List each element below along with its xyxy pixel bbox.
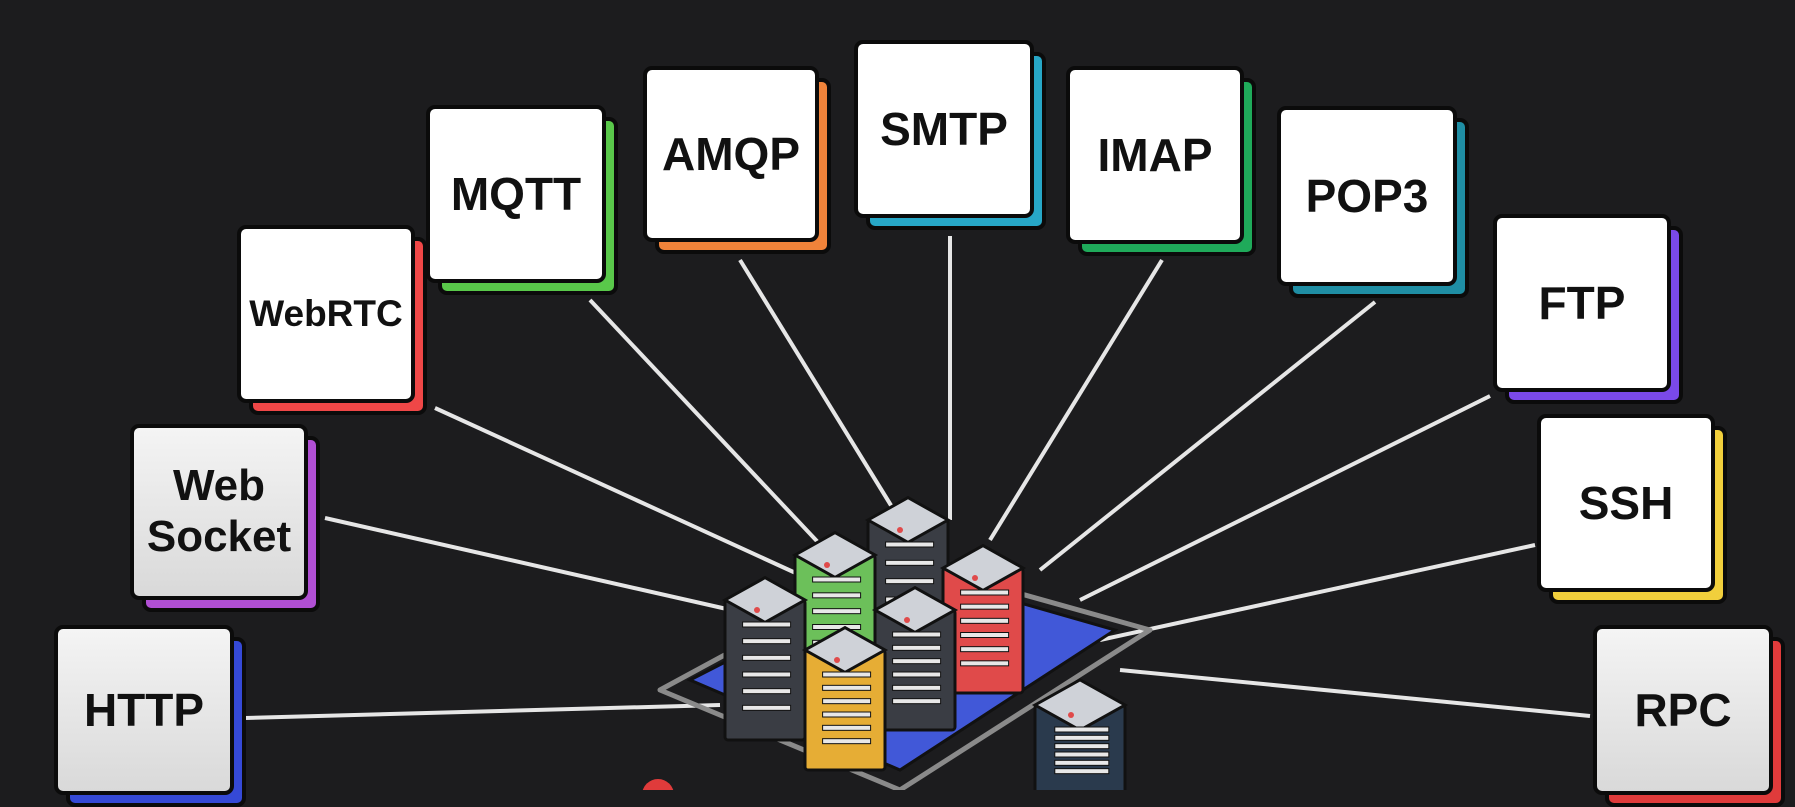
connector-line-ssh: [1099, 543, 1536, 642]
connector-line-rpc: [1119, 668, 1591, 718]
connector-lines: [244, 236, 1591, 720]
connector-line-http: [244, 703, 721, 720]
connector-line-mqtt: [588, 298, 832, 557]
protocol-card-pop3: POP3: [1277, 106, 1457, 286]
connector-line-ftp: [1079, 394, 1491, 602]
protocol-label-amqp: AMQP: [662, 127, 800, 180]
protocol-card-smtp: SMTP: [854, 40, 1034, 218]
protocol-card-mqtt: MQTT: [426, 105, 606, 283]
protocol-label-pop3: POP3: [1305, 169, 1429, 222]
protocol-card-http: HTTP: [54, 625, 234, 795]
protocol-label-rpc: RPC: [1634, 683, 1732, 736]
server-rack-3: [721, 575, 809, 742]
connector-line-imap: [988, 258, 1164, 542]
protocol-label-ftp: FTP: [1538, 276, 1626, 329]
protocol-card-ftp: FTP: [1493, 214, 1671, 392]
server-rack-5: [871, 585, 959, 732]
protocol-label-smtp: SMTP: [880, 102, 1008, 155]
protocol-label-webrtc: WebRTC: [249, 292, 403, 334]
server-rack-7: [1031, 678, 1129, 790]
protocol-label-http: HTTP: [83, 683, 205, 736]
protocol-card-rpc: RPC: [1593, 625, 1773, 795]
protocol-label-websocket: Web Socket: [146, 461, 292, 561]
protocol-card-websocket: Web Socket: [130, 424, 308, 600]
connector-line-webrtc: [434, 406, 801, 577]
protocol-label-mqtt: MQTT: [450, 167, 582, 220]
connector-line-pop3: [1038, 300, 1377, 572]
red-dot: [642, 779, 674, 790]
server-rack-6: [801, 625, 889, 772]
server-cluster: [642, 495, 1153, 790]
connector-line-websocket: [324, 516, 741, 614]
protocol-card-amqp: AMQP: [643, 66, 819, 242]
connector-line-amqp: [738, 258, 902, 522]
protocol-label-ssh: SSH: [1578, 476, 1674, 529]
server-rack-4: [939, 543, 1027, 695]
protocol-label-imap: IMAP: [1097, 128, 1213, 181]
protocol-diagram: [244, 236, 1591, 790]
protocol-card-webrtc: WebRTC: [237, 225, 415, 403]
protocol-card-ssh: SSH: [1537, 414, 1715, 592]
protocol-card-imap: IMAP: [1066, 66, 1244, 244]
